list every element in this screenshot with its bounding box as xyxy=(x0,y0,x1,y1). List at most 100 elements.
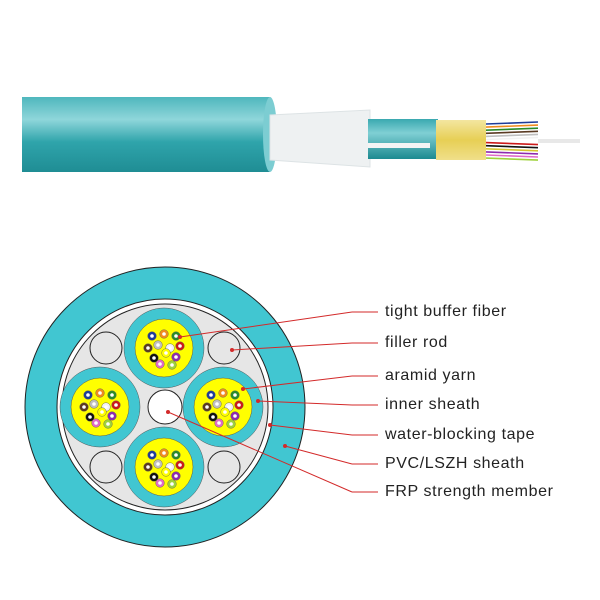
fiber-core xyxy=(88,415,92,419)
fiber-strand xyxy=(485,148,539,152)
fiber-strand xyxy=(485,130,539,135)
fiber-core xyxy=(229,422,233,426)
fiber-core xyxy=(217,421,221,425)
fiber-core xyxy=(86,393,90,397)
fiber-core xyxy=(152,356,156,360)
fiber-strand xyxy=(485,121,539,125)
label-aramid-yarn: aramid yarn xyxy=(385,367,477,384)
fiber-core xyxy=(215,402,219,406)
fiber-strand xyxy=(485,127,539,131)
fiber-core xyxy=(168,465,172,469)
fiber-strand xyxy=(485,124,539,128)
fiber-core xyxy=(146,465,150,469)
fiber-core xyxy=(100,410,104,414)
filler-rod xyxy=(207,331,241,365)
fiber-core xyxy=(178,463,182,467)
fiber-core xyxy=(223,410,227,414)
tight-buffer-subunit xyxy=(59,366,141,448)
leader-dot xyxy=(166,410,170,414)
fiber-core xyxy=(174,474,178,478)
leader-line xyxy=(231,342,353,351)
fiber-strand xyxy=(485,136,539,141)
filler-rod xyxy=(89,331,123,365)
fiber-core xyxy=(104,405,108,409)
fiber-core xyxy=(221,391,225,395)
fiber-core xyxy=(233,393,237,397)
leader-line xyxy=(257,400,353,406)
fiber-core xyxy=(164,351,168,355)
fiber-core xyxy=(82,405,86,409)
label-filler-rod: filler rod xyxy=(385,334,448,351)
filler-rod xyxy=(89,450,123,484)
leader-line xyxy=(167,411,353,493)
leader-line xyxy=(179,311,353,338)
leader-dot xyxy=(268,423,272,427)
bare-fiber xyxy=(538,139,580,143)
fiber-core xyxy=(205,405,209,409)
fiber-core xyxy=(164,470,168,474)
fiber-core xyxy=(237,403,241,407)
fiber-core xyxy=(94,421,98,425)
fiber-core xyxy=(209,393,213,397)
fiber-core xyxy=(106,422,110,426)
fiber-strand xyxy=(485,133,539,138)
fiber-core xyxy=(114,403,118,407)
fiber-strand xyxy=(485,144,539,149)
inner-sheath xyxy=(368,119,438,159)
fiber-core xyxy=(174,453,178,457)
aramid-yarn xyxy=(436,120,486,160)
fiber-core xyxy=(174,355,178,359)
fiber-core xyxy=(156,462,160,466)
fiber-core xyxy=(158,481,162,485)
leader-dot xyxy=(241,387,245,391)
leader-line xyxy=(269,424,353,436)
frp-rod xyxy=(368,143,430,148)
tight-buffer-subunit xyxy=(123,426,205,508)
fiber-core xyxy=(211,415,215,419)
leader-dot xyxy=(230,348,234,352)
fiber-core xyxy=(156,343,160,347)
label-water-blocking-tape: water-blocking tape xyxy=(385,426,536,443)
fiber-core xyxy=(227,405,231,409)
tight-buffer-subunit xyxy=(182,366,264,448)
fiber-core xyxy=(162,332,166,336)
fiber-strand xyxy=(485,151,539,155)
fiber-core xyxy=(158,362,162,366)
label-frp-strength-member: FRP strength member xyxy=(385,483,554,500)
fiber-core xyxy=(170,482,174,486)
fiber-core xyxy=(110,414,114,418)
label-pvc-lszh-sheath: PVC/LSZH sheath xyxy=(385,455,525,472)
fiber-core xyxy=(146,346,150,350)
fiber-strand xyxy=(485,141,539,146)
cable-side-view xyxy=(22,97,580,172)
fiber-core xyxy=(168,346,172,350)
leader-dot xyxy=(178,335,182,339)
fiber-core xyxy=(233,414,237,418)
label-tight-buffer-fiber: tight buffer fiber xyxy=(385,303,507,320)
fiber-bundle xyxy=(485,121,539,161)
fiber-core xyxy=(150,334,154,338)
fiber-core xyxy=(178,344,182,348)
leader-dot xyxy=(283,444,287,448)
fiber-strand xyxy=(485,154,539,158)
outer-jacket xyxy=(22,97,270,172)
leader-dot xyxy=(256,399,260,403)
fiber-strand xyxy=(485,157,539,161)
fiber-core xyxy=(110,393,114,397)
filler-rod xyxy=(207,450,241,484)
fiber-core xyxy=(174,334,178,338)
frp-strength-member xyxy=(147,389,183,425)
fiber-core xyxy=(152,475,156,479)
fiber-core xyxy=(98,391,102,395)
fiber-core xyxy=(150,453,154,457)
fiber-core xyxy=(162,451,166,455)
leader-line xyxy=(284,445,353,465)
fiber-core xyxy=(170,363,174,367)
water-blocking-tape xyxy=(269,109,371,168)
tight-buffer-subunit xyxy=(123,307,205,389)
label-inner-sheath: inner sheath xyxy=(385,396,481,413)
leader-line xyxy=(242,375,353,390)
fiber-core xyxy=(92,402,96,406)
